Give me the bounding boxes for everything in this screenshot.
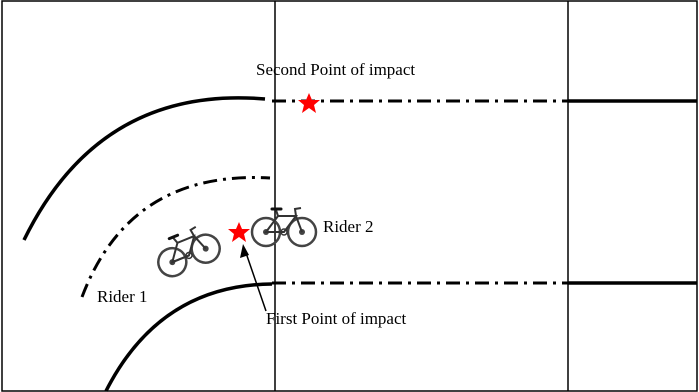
road-edge-inner (104, 282, 273, 392)
star-icon (228, 222, 250, 242)
road-centerline-curve (80, 176, 271, 298)
impact-arrow (244, 249, 267, 312)
bicycle-icon (148, 219, 226, 282)
second-impact-label: Second Point of impact (256, 60, 415, 79)
rider2-label: Rider 2 (323, 217, 374, 236)
road-edge-outer (22, 96, 266, 241)
star-icon (298, 93, 320, 113)
bicycle-icon (250, 206, 318, 248)
impact-arrow-head (240, 244, 249, 258)
first-impact-label: First Point of impact (266, 309, 407, 328)
rider1-label: Rider 1 (97, 287, 148, 306)
